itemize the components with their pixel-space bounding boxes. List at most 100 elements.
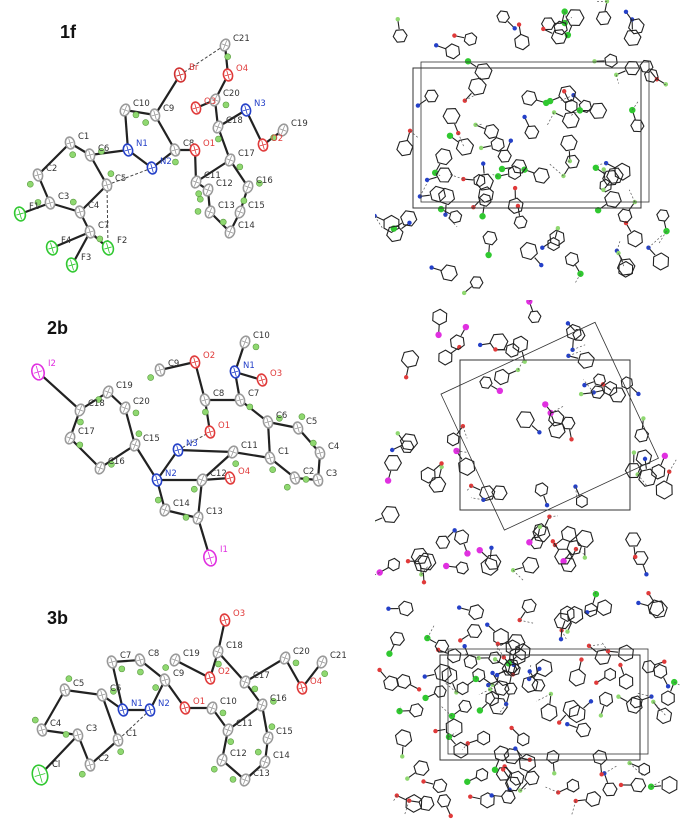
atom-label: N2	[158, 699, 170, 709]
packing-ring	[485, 690, 500, 707]
packing-hbond	[546, 112, 555, 127]
packing-ring	[540, 703, 558, 722]
bond	[89, 739, 119, 766]
packing-atom	[599, 772, 604, 777]
packing-atom	[478, 145, 484, 151]
atom-label: Cl	[52, 760, 60, 770]
packing-atom	[433, 728, 438, 734]
bond	[217, 651, 246, 683]
atom-c21: C21	[316, 651, 347, 669]
packing-atom	[472, 675, 480, 683]
hydrogen-bond	[106, 184, 109, 249]
packing-atom	[486, 682, 491, 688]
atom-c17: C17	[64, 427, 95, 445]
packing-atom	[644, 572, 649, 577]
packing-hbond	[549, 163, 564, 177]
packing-ring	[511, 159, 528, 174]
packing-hbond	[568, 350, 581, 357]
atom-c7: C7	[106, 651, 131, 669]
atom-label: C17	[253, 671, 270, 681]
packing-atom	[649, 694, 654, 699]
packing-ring	[493, 368, 510, 386]
hydrogen-atom	[219, 709, 227, 717]
atom-n1: N1	[117, 699, 143, 717]
packing-ring	[565, 323, 582, 341]
packing-hbond	[434, 172, 441, 177]
packing-ring	[566, 778, 580, 793]
packing-atom	[377, 667, 382, 673]
atom-c4: C4	[314, 442, 339, 460]
packing-ring	[554, 548, 573, 565]
packing-atom	[443, 562, 450, 570]
hydrogen-atom	[215, 135, 222, 143]
packing-atom	[458, 638, 463, 643]
packing-ring	[490, 137, 505, 152]
atom-c20: C20	[119, 397, 150, 415]
packing-ring	[558, 85, 577, 103]
packing-ring	[504, 658, 520, 674]
packing-atom	[537, 430, 542, 435]
atom-label: N1	[243, 361, 255, 371]
packing-ring	[433, 685, 447, 698]
hydrogen-bond	[179, 44, 226, 76]
atom-o1: O1	[179, 697, 205, 715]
hydrogen-atom	[195, 190, 202, 197]
atom-label: O4	[310, 677, 322, 687]
packing-ring	[455, 138, 475, 156]
packing-hbond	[615, 74, 619, 84]
hydrogen-atom	[108, 460, 115, 468]
packing-ring	[604, 667, 617, 682]
atom-c13: C13	[192, 507, 223, 525]
hydrogen-atom	[118, 665, 126, 673]
packing-ring	[575, 529, 594, 548]
packing-atom	[422, 694, 429, 702]
packing-hbond	[375, 215, 384, 230]
packing-ring	[504, 682, 518, 695]
atom-o4: O4	[296, 677, 322, 695]
packing-ring	[514, 33, 530, 51]
atom-label: F1	[29, 202, 39, 212]
packing-atom	[501, 655, 506, 660]
packing-hbond	[536, 693, 552, 702]
atom-label: C4	[88, 201, 99, 211]
atom-c7: C7	[84, 221, 109, 239]
packing-ring	[445, 43, 461, 60]
bond	[174, 659, 211, 679]
atom-c7: C7	[234, 389, 259, 407]
bond	[99, 444, 136, 469]
unit-cell	[439, 654, 641, 761]
packing-ring	[568, 668, 586, 687]
packing-hbond	[439, 704, 453, 717]
packing-atom	[594, 680, 599, 685]
atom-label: C15	[143, 434, 160, 444]
atom-label: C7	[248, 389, 259, 399]
packing-ring	[383, 675, 399, 692]
atom-label: O3	[204, 97, 216, 107]
packing-ring	[620, 376, 634, 390]
atom-label: O2	[203, 351, 215, 361]
atom-label: C15	[248, 201, 265, 211]
packing-atom	[405, 558, 411, 564]
atom-o2: O2	[204, 667, 230, 685]
atom-label: C4	[50, 719, 61, 729]
packing-ring	[618, 644, 634, 662]
packing-atom	[586, 643, 592, 649]
packing-atom	[604, 0, 610, 4]
atom-o3: O3	[219, 609, 245, 627]
atom-label: C17	[238, 149, 255, 159]
hydrogen-atom	[236, 163, 244, 171]
packing-hbond	[549, 515, 558, 518]
atom-f1: F1	[13, 202, 39, 222]
atom-label: C5	[73, 679, 84, 689]
packing-ring	[521, 598, 537, 614]
packing-ring	[497, 149, 512, 163]
hydrogen-atom	[251, 685, 259, 693]
packing-atom	[579, 657, 584, 662]
packing-ring	[482, 230, 498, 246]
packing-hbond	[512, 570, 525, 582]
packing-atom	[421, 779, 426, 784]
atom-br: Br	[173, 63, 199, 83]
packing-atom	[386, 650, 393, 657]
packing-ring	[463, 654, 478, 669]
hydrogen-atom	[95, 396, 102, 403]
